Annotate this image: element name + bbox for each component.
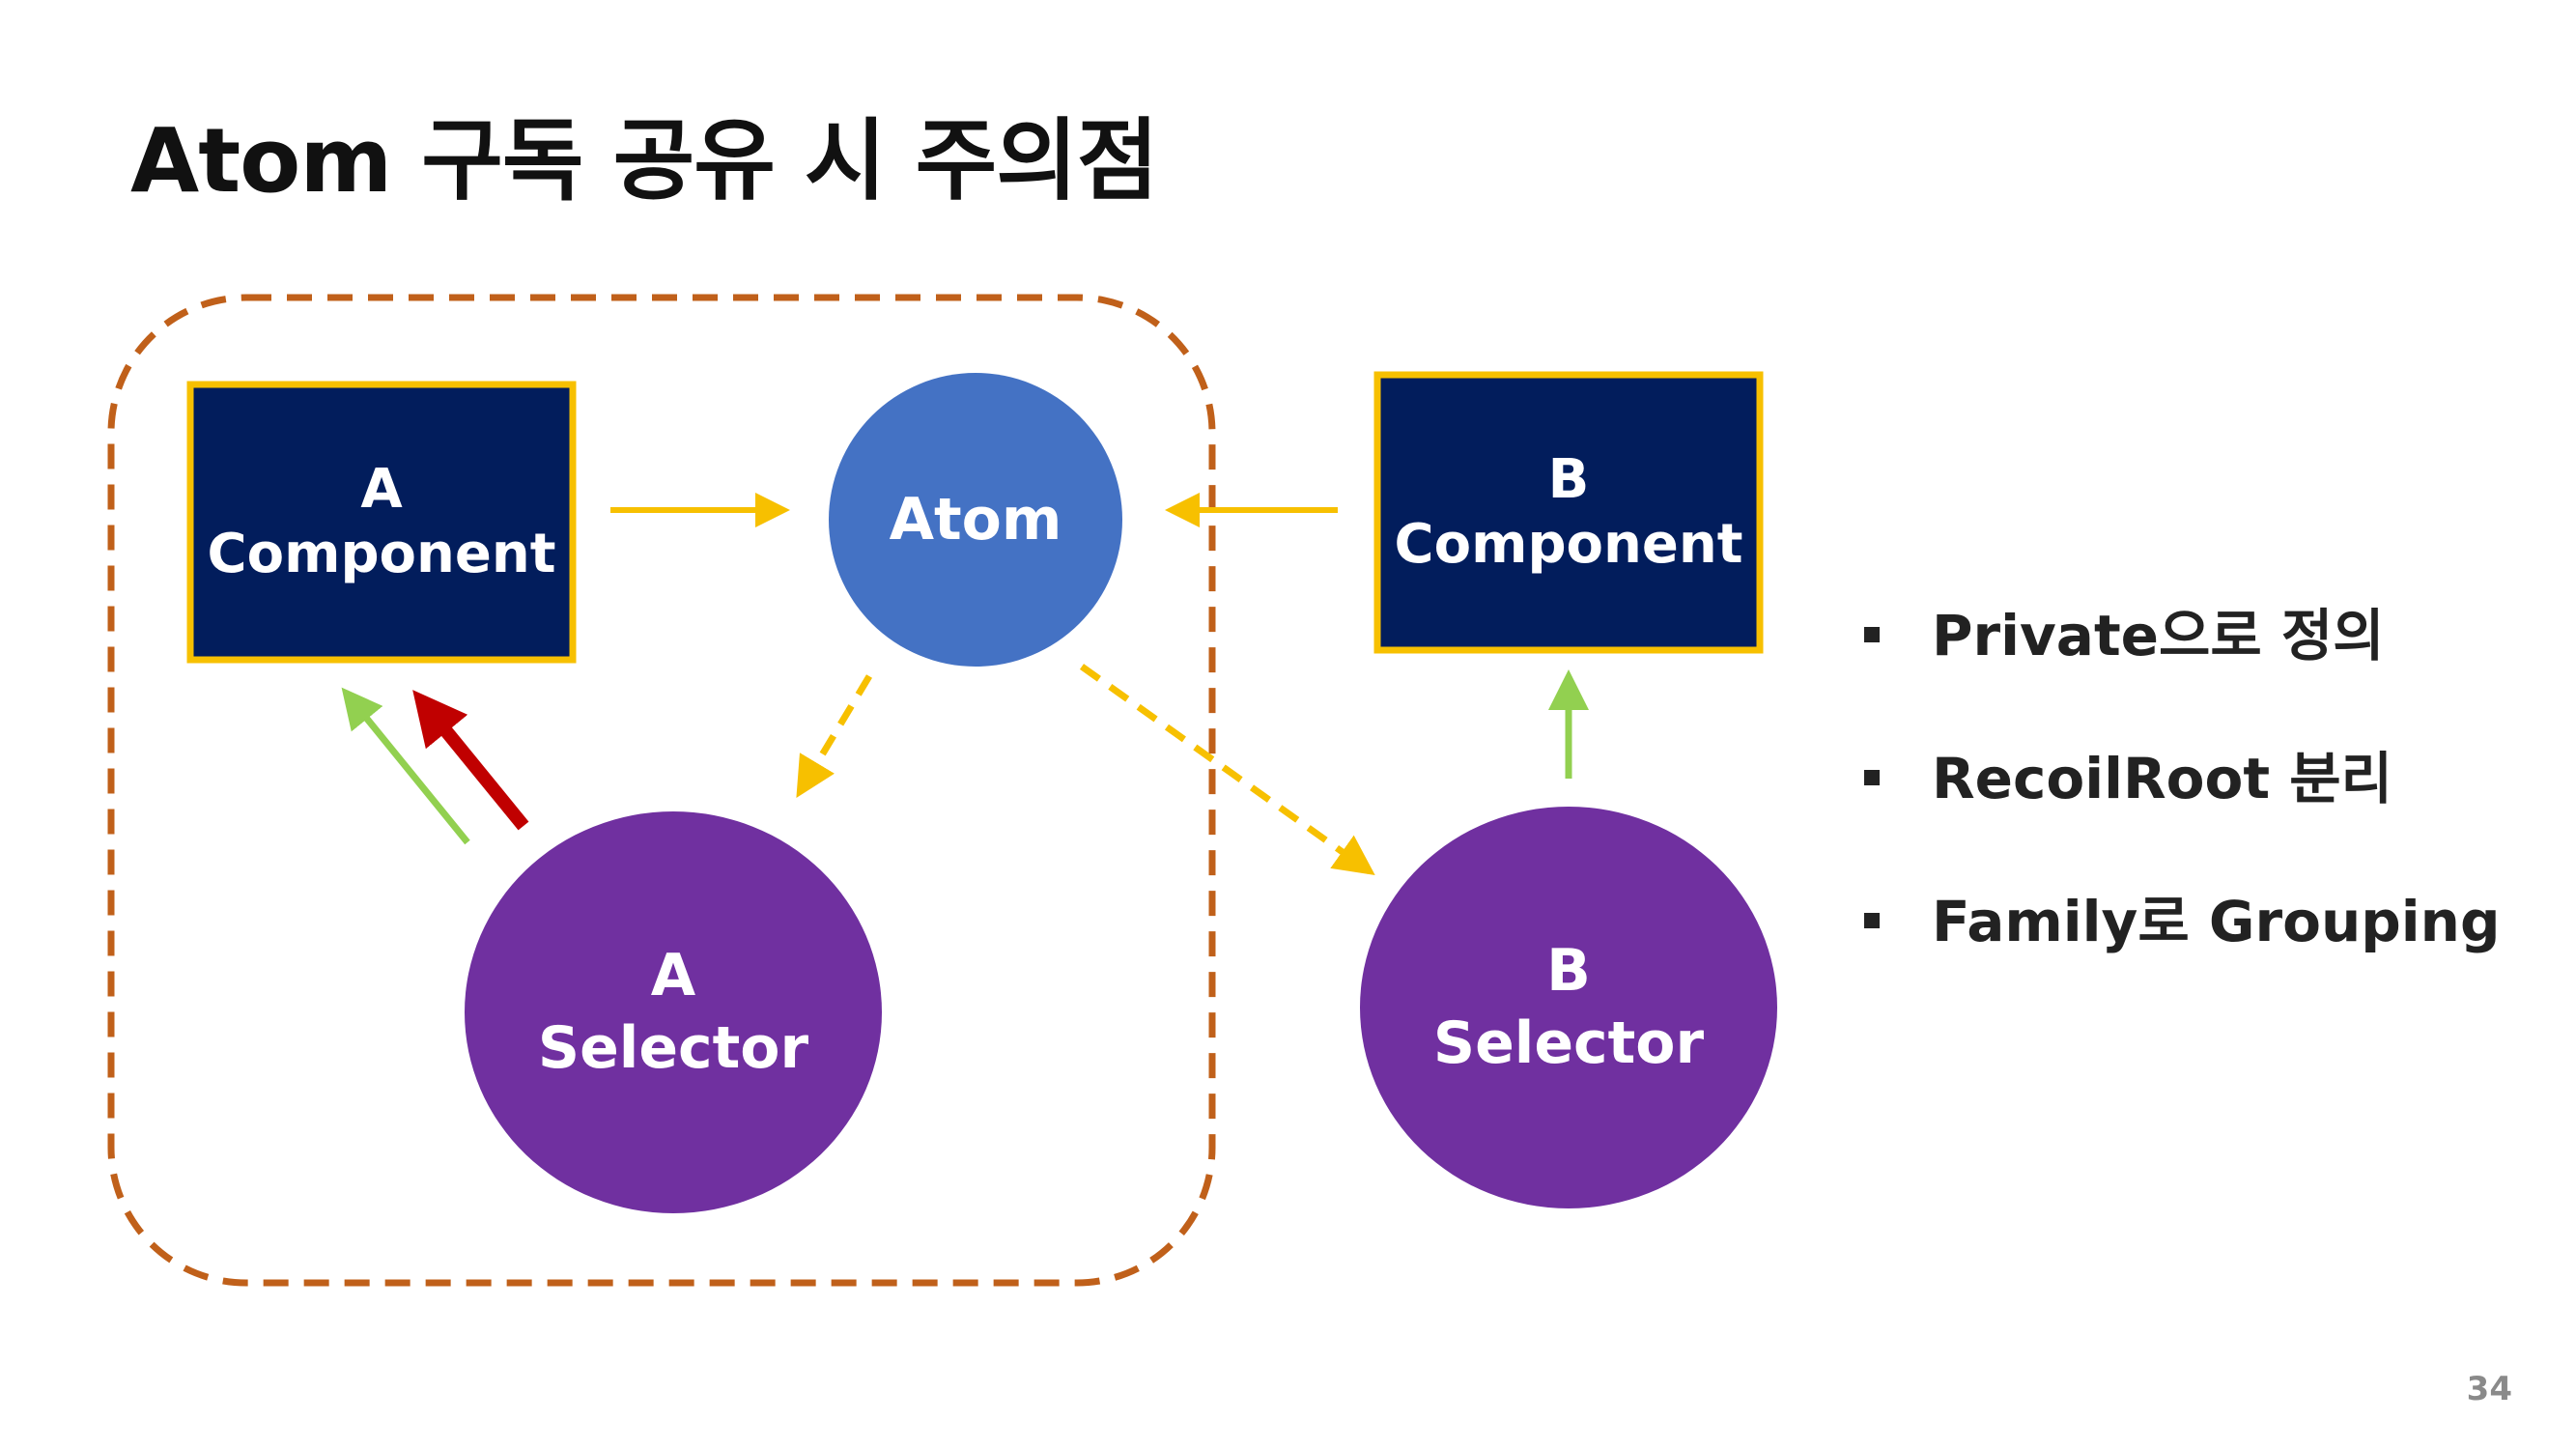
square-bullet-icon (1864, 913, 1880, 928)
a-selector-line2: Selector (538, 1014, 809, 1082)
arrow-atom-to-a-selector (796, 674, 873, 799)
atom-label: Atom (890, 486, 1062, 554)
shared-scope-boundary (107, 294, 1216, 1287)
bullet-text: Private으로 정의 (1932, 603, 2385, 668)
a-selector-node: A Selector (465, 811, 882, 1213)
arrow-a-selector-to-a-component-red (412, 690, 529, 831)
b-component-box: B Component (1373, 371, 1764, 654)
page-number: 34 (2466, 1370, 2512, 1408)
bullet-list: Private으로 정의 RecoilRoot 분리 Family로 Group… (1864, 597, 2500, 1026)
a-component-line1: A (360, 458, 403, 521)
bullet-item: Family로 Grouping (1864, 883, 2500, 1026)
b-component-line2: Component (1395, 513, 1743, 576)
a-selector-line1: A (651, 942, 696, 1009)
bullet-item: Private으로 정의 (1864, 597, 2500, 740)
bullet-text: Family로 Grouping (1932, 889, 2501, 954)
arrow-a-selector-to-a-component-green (341, 687, 470, 845)
bullet-text: RecoilRoot 분리 (1932, 746, 2392, 811)
square-bullet-icon (1864, 770, 1880, 785)
arrow-atom-to-b-selector (1079, 664, 1375, 876)
a-component-line2: Component (208, 523, 556, 585)
b-selector-line2: Selector (1433, 1009, 1705, 1077)
slide-title: Atom 구독 공유 시 주의점 (130, 109, 1158, 213)
atom-node: Atom (829, 373, 1122, 667)
b-selector-node: B Selector (1360, 807, 1777, 1208)
b-selector-line1: B (1546, 937, 1591, 1005)
b-component-line1: B (1548, 448, 1590, 511)
a-component-box: A Component (186, 381, 577, 664)
square-bullet-icon (1864, 627, 1880, 642)
bullet-item: RecoilRoot 분리 (1864, 740, 2500, 883)
